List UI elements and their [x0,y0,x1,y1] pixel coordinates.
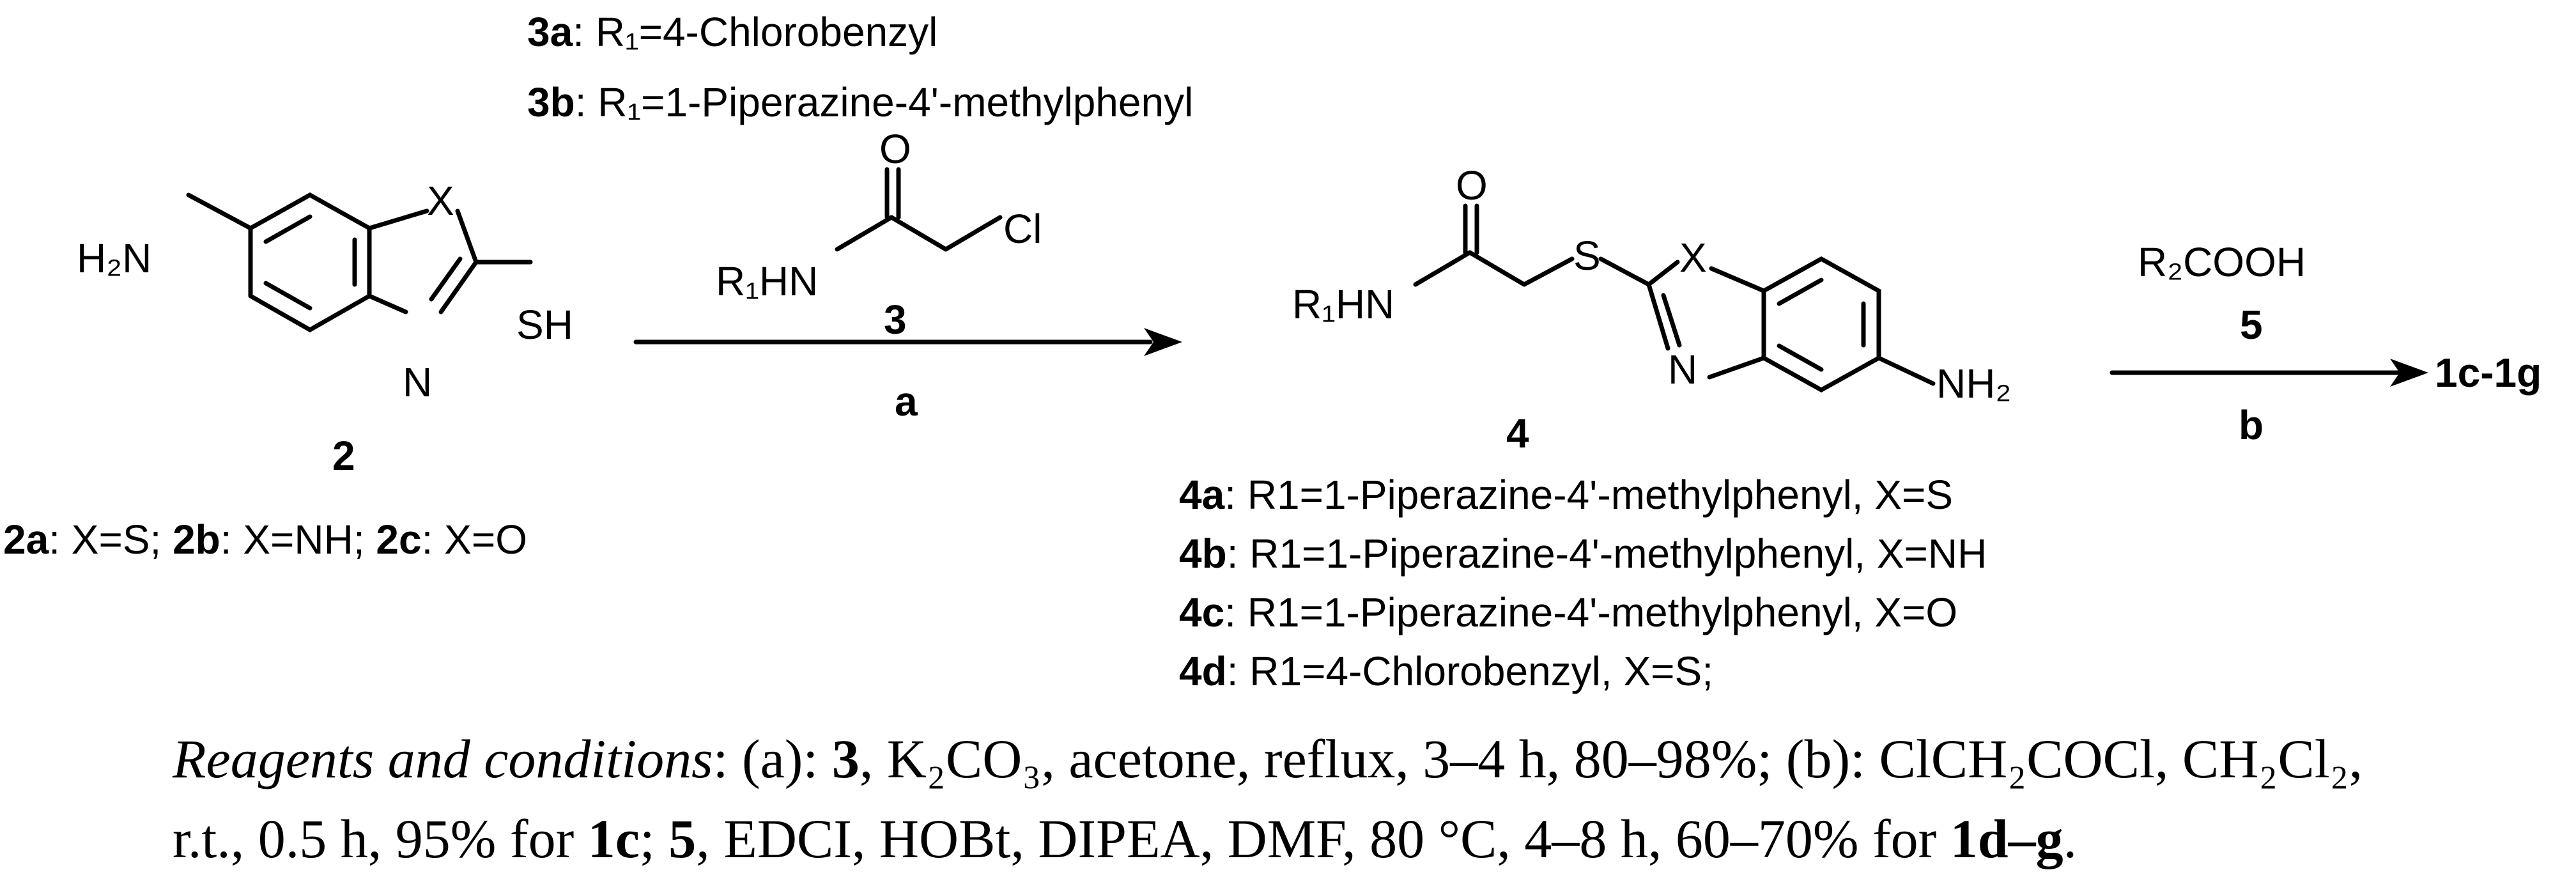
compound-2-variants: 2a: X=S; 2b: X=NH; 2c: X=O [3,517,527,563]
reagent-3a-label: 3a: R₁=4-Chlorobenzyl [527,9,937,55]
compound-4-amide-label: R₁HN [1292,281,1394,327]
compound-2-x-label: X [427,178,454,224]
reagents-caption: Reagents and conditions: (a): 3, K₂CO₃, … [173,719,2550,879]
compound-2-amine-label: H₂N [77,235,151,281]
reagent-3b-label: 3b: R₁=1-Piperazine-4'-methylphenyl [527,79,1193,125]
reaction-scheme: 3a: R₁=4-Chlorobenzyl 3b: R₁=1-Piperazin… [3,9,2541,694]
caption-line-1: Reagents and conditions: (a): 3, K₂CO₃, … [173,728,2363,789]
reagent-3-structure [835,167,1003,252]
compound-4-structure [1413,203,1936,393]
compound-4-n-label: N [1668,346,1697,392]
compound-4b-label: 4b: R1=1-Piperazine-4'-methylphenyl, X=N… [1179,531,1987,577]
compound-2-number: 2 [332,433,355,479]
compound-4a-label: 4a: R1=1-Piperazine-4'-methylphenyl, X=S [1179,472,1953,518]
caption-italic-heading: Reagents and conditions [173,728,713,789]
product-label: 1c-1g [2435,350,2541,396]
reagent-3-amide-label: R₁HN [716,258,818,304]
compound-4-amine-label: NH₂ [1936,361,2011,407]
step-a-label: a [895,378,918,424]
reagent-3-cl-label: Cl [1003,206,1042,252]
compound-2-sh-label: SH [516,302,573,348]
reagent-3-o-label: O [879,126,911,172]
compound-2-n-label: N [403,359,432,405]
compound-4-s-label: S [1573,233,1601,279]
compound-4c-label: 4c: R1=1-Piperazine-4'-methylphenyl, X=O [1179,589,1957,635]
compound-4-o-label: O [1456,162,1488,208]
compound-4d-label: 4d: R1=4-Chlorobenzyl, X=S; [1179,648,1713,694]
step-b-label: b [2239,402,2264,448]
compound-4-number: 4 [1506,410,1529,456]
compound-4-x-label: X [1679,235,1707,281]
caption-line-2: r.t., 0.5 h, 95% for 1c; 5, EDCI, HOBt, … [173,808,2078,869]
compound-2-structure [186,192,533,333]
reagent-5-number: 5 [2240,302,2263,348]
arrow-step-a [633,328,1182,356]
reagent-5-formula: R₂COOH [2138,239,2306,285]
arrow-step-b [2109,359,2428,387]
reagent-3-number: 3 [884,297,907,343]
